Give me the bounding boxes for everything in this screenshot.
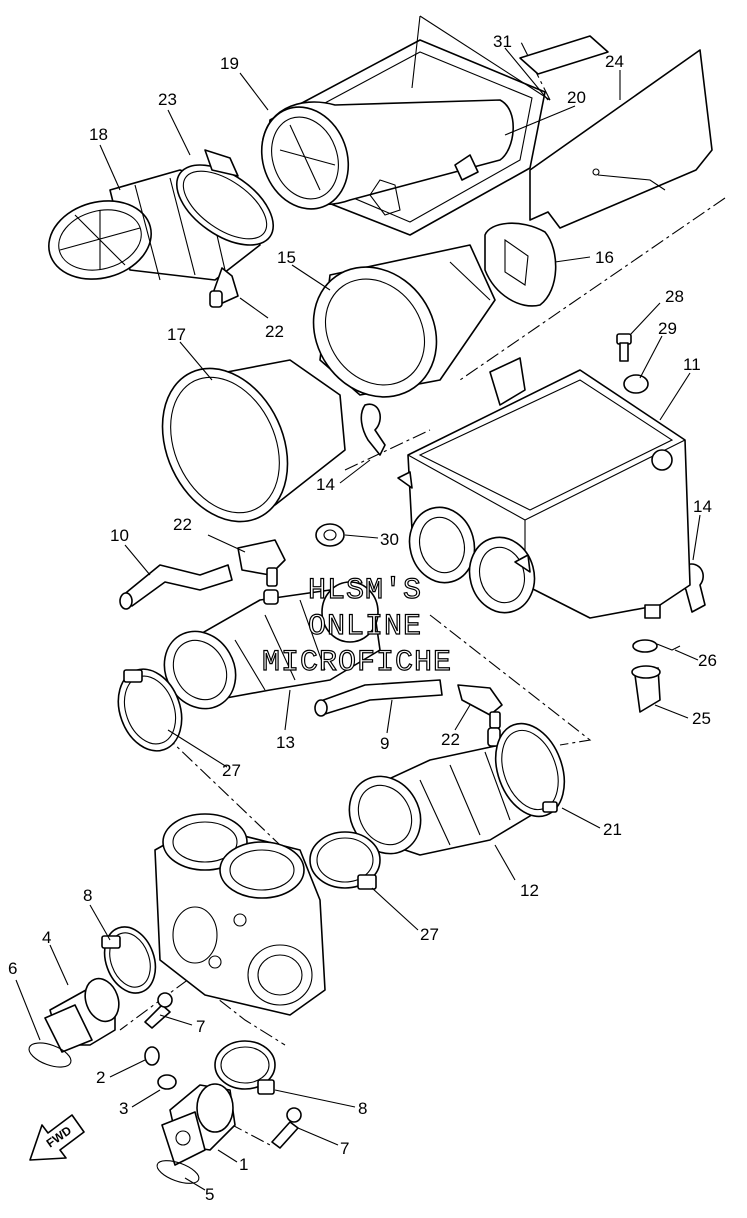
callout-20: 20 (567, 88, 586, 107)
callout-21: 21 (603, 820, 622, 839)
part-19-airbox-lid (260, 39, 546, 236)
callout-22: 22 (265, 322, 284, 341)
callout-25: 25 (692, 709, 711, 728)
part-24-cover-plate (529, 49, 713, 229)
part-10-hose (119, 564, 233, 610)
callout-10: 10 (110, 526, 129, 545)
callout-13: 13 (276, 733, 295, 752)
part-5-o-ring (156, 1160, 200, 1184)
callout-2: 2 (96, 1068, 105, 1087)
watermark: HLSM'S ONLINE MICROFICHE (261, 573, 452, 680)
part-1-manifold (161, 1083, 236, 1166)
part-6-o-ring (28, 1042, 72, 1068)
part-8-clamp-left (101, 926, 157, 994)
part-3-clip (157, 1074, 177, 1090)
part-28-bolt (616, 333, 632, 362)
leader-lines (15, 15, 701, 1191)
part-9-hose (314, 679, 443, 717)
callout-labels: 31 24 20 19 23 18 16 15 22 28 29 17 11 1… (8, 32, 717, 1204)
callout-5: 5 (205, 1185, 214, 1204)
callout-22: 22 (441, 730, 460, 749)
callout-11: 11 (683, 355, 701, 374)
callout-27: 27 (222, 761, 241, 780)
callout-23: 23 (158, 90, 177, 109)
part-27-clamp-upper (117, 668, 183, 752)
callout-4: 4 (42, 928, 51, 947)
watermark-line-3: MICROFICHE (262, 646, 452, 680)
part-8-clamp-right (214, 1040, 276, 1095)
callout-18: 18 (89, 125, 108, 144)
callout-7: 7 (196, 1017, 205, 1036)
part-27-clamp-lower (309, 831, 381, 890)
callout-9: 9 (380, 734, 389, 753)
callout-31: 31 (493, 32, 512, 51)
watermark-line-1: HLSM'S (308, 574, 422, 608)
part-17-filter-cone (161, 359, 346, 523)
callout-17: 17 (167, 325, 186, 344)
callout-3: 3 (119, 1099, 128, 1118)
part-14-clip-left (360, 403, 386, 456)
forward-direction-arrow: FWD (29, 1114, 85, 1161)
part-20-clip (454, 154, 479, 181)
callout-29: 29 (658, 319, 677, 338)
callout-26: 26 (698, 651, 717, 670)
part-11-airbox (397, 357, 691, 619)
callout-7: 7 (340, 1139, 349, 1158)
part-4-manifold (44, 977, 120, 1053)
part-2-cap (144, 1046, 160, 1066)
part-13-intake-joint (163, 581, 381, 710)
callout-14: 14 (316, 475, 335, 494)
part-29-grommet (623, 374, 649, 394)
part-23-band (175, 149, 275, 246)
callout-16: 16 (595, 248, 614, 267)
part-7-bolt-left (144, 992, 173, 1029)
callout-8: 8 (83, 886, 92, 905)
part-22-fitting-top (209, 267, 239, 308)
callout-6: 6 (8, 959, 17, 978)
part-26-clamp (632, 639, 681, 653)
part-15-filter-element (312, 244, 496, 398)
callout-28: 28 (665, 287, 684, 306)
part-22-fitting-mid (237, 539, 286, 587)
callout-12: 12 (520, 881, 539, 900)
callout-1: 1 (239, 1155, 248, 1174)
watermark-line-2: ONLINE (308, 610, 422, 644)
callout-24: 24 (605, 52, 624, 71)
callout-22: 22 (173, 515, 192, 534)
part-31-label-plate (519, 35, 609, 75)
callout-15: 15 (277, 248, 296, 267)
part-7-bolt-right (271, 1107, 302, 1149)
part-22-fitting-lower (457, 684, 503, 729)
part-16-plate (484, 222, 557, 307)
callout-30: 30 (380, 530, 399, 549)
part-25-drain-plug (631, 665, 661, 713)
part-30-grommet (315, 523, 345, 547)
callout-8: 8 (358, 1099, 367, 1118)
part-12-intake-joint (348, 727, 541, 856)
carburetor-assembly (154, 813, 326, 1016)
callout-19: 19 (220, 54, 239, 73)
part-21-band (494, 722, 566, 818)
callout-14: 14 (693, 497, 712, 516)
callout-27: 27 (420, 925, 439, 944)
